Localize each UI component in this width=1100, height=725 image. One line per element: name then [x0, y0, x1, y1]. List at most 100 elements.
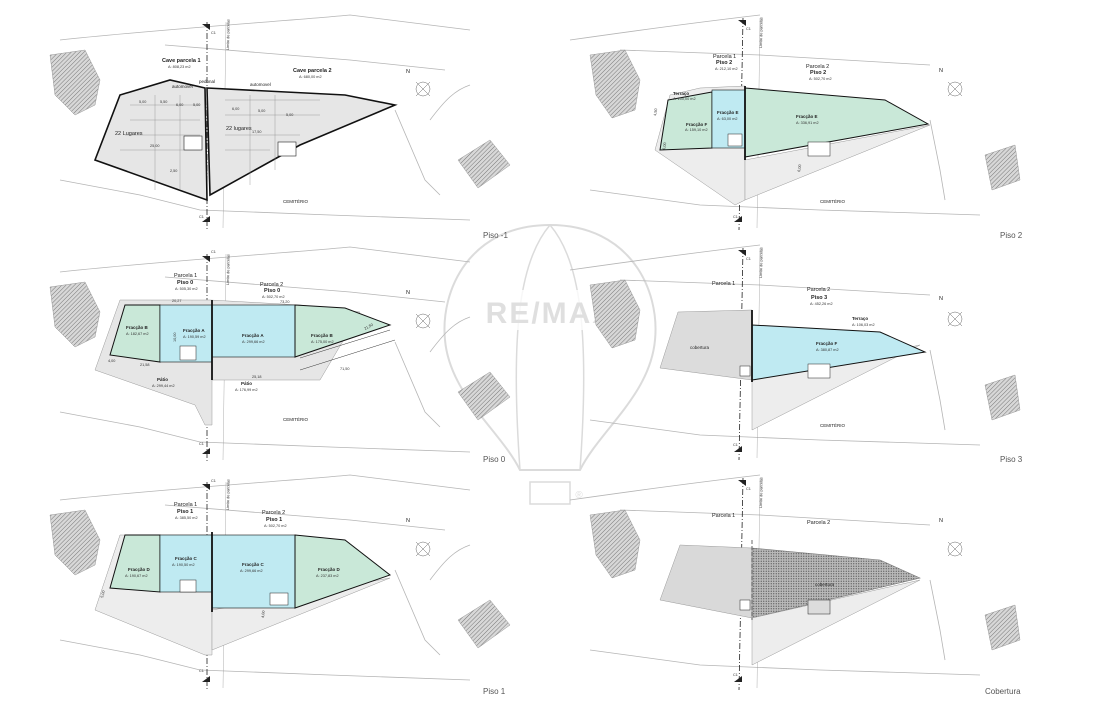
p2-parcel-limit-note: Limite de parcelas [759, 17, 764, 48]
p0-parcela-1: Parcela 1 [174, 273, 197, 279]
floor-caption-piso-minus-1: Piso -1 [483, 231, 508, 240]
watermark-registered-mark: ® [575, 490, 583, 501]
p3-axis-label-bottom: C1 [733, 443, 738, 447]
p1-north-arrow-label: N [406, 518, 410, 524]
floor-caption-piso-0: Piso 0 [483, 455, 506, 464]
p0-dim-2: 73,20 [280, 300, 290, 304]
p1-piso-2: Piso 1 [266, 517, 282, 523]
p3-parcela-2: Parcela 2 [807, 287, 830, 293]
p2-north-arrow-label: N [939, 68, 943, 74]
p2-fraccao-e-2: Fracção E [796, 114, 818, 119]
dim-7: 5,00 [286, 113, 293, 117]
p2-dim-3: 6,00 [797, 164, 802, 172]
p0-piso-1-area: A: 505,30 m2 [175, 287, 198, 291]
cave-parcela-2-area: A: 680,00 m2 [299, 75, 322, 79]
p0-piso-2-area: A: 502,70 m2 [262, 295, 285, 299]
p1-fraccao-c-2-area: A: 299,66 m2 [240, 569, 263, 573]
p1-piso-2-area: A: 502,70 m2 [264, 524, 287, 528]
p0-dim-8: 21,50 [364, 323, 374, 331]
panel-piso-0: Parcela 1 Piso 0 A: 505,30 m2 Parcela 2 … [49, 246, 511, 464]
p0-patio-2: Pátio [241, 381, 252, 386]
p0-patio-2-area: A: 176,99 m2 [235, 388, 258, 392]
parcel-limit-note: Limite de parcelas [226, 19, 231, 50]
p2-fraccao-e-1: Fracção E [717, 110, 739, 115]
p2-piso-2-area: A: 502,70 m2 [809, 77, 832, 81]
cemetery-label: CEMITÉRIO [283, 198, 309, 204]
cave-parcela-1-area: A: 808,23 m2 [168, 65, 191, 69]
p2-terraco-area: A: 100,00 m2 [673, 97, 696, 101]
dim-4: 5,00 [193, 103, 200, 107]
p0-dim-1: 20,27 [172, 299, 182, 303]
p3-cobertura: cobertura [690, 345, 710, 350]
cob-north-arrow-label: N [939, 518, 943, 524]
p3-terraco: Terraço [852, 316, 868, 321]
p0-piso-2: Piso 0 [264, 288, 280, 294]
p0-axis-label-top: C1 [211, 250, 216, 254]
watermark-brand: RE/MAX [486, 297, 615, 330]
pedonal-label: pedonal [199, 79, 215, 84]
p2-axis-label-top: C1 [746, 27, 751, 31]
p2-parcela-2: Parcela 2 [806, 64, 829, 70]
dim-10: 2,50 [170, 169, 177, 173]
north-arrow-label: N [406, 69, 410, 75]
p0-fraccao-b-1-area: A: 182,67 m2 [126, 332, 149, 336]
cave-parcela-1-title: Cave parcela 1 [162, 58, 201, 64]
p1-parcel-limit-note: Limite de parcelas [226, 479, 231, 510]
p2-dim-1: 4,50 [653, 108, 658, 116]
p2-fraccao-f: Fracção F [686, 122, 708, 127]
panel-piso-2: Parcela 1 Piso 2 A: 212,10 m2 Parcela 2 … [569, 14, 1023, 240]
dim-5: 6,00 [232, 107, 239, 111]
p0-parcela-2: Parcela 2 [260, 282, 283, 288]
p1-piso-1-area: A: 385,50 m2 [175, 516, 198, 520]
p0-piso-1: Piso 0 [177, 280, 193, 286]
p1-axis-label-top: C1 [211, 479, 216, 483]
remax-watermark: RE/MAX ® [443, 223, 657, 505]
cob-cobertura: cobertura [815, 582, 835, 587]
p1-parcela-2: Parcela 2 [262, 510, 285, 516]
p0-fraccao-a-1: Fracção A [183, 328, 205, 333]
automovel-label-2: automovel [250, 82, 271, 87]
p1-piso-1: Piso 1 [177, 509, 193, 515]
p0-north-arrow-label: N [406, 290, 410, 296]
axis-label-bottom: C1 [199, 215, 204, 219]
p1-fraccao-d-2-area: A: 237,83 m2 [316, 574, 339, 578]
p3-parcela-1: Parcela 1 [712, 281, 735, 287]
p2-dim-2: 6,00 [662, 142, 667, 150]
p0-dim-4: 21,58 [140, 363, 150, 367]
p1-fraccao-d-2: Fracção D [318, 567, 341, 572]
axis-label-top: C1 [211, 31, 216, 35]
p2-piso-2: Piso 2 [810, 70, 826, 76]
dim-6: 5,00 [258, 109, 265, 113]
panel-piso-3: Parcela 1 Parcela 2 Piso 3 A: 452,26 m2 … [569, 244, 1023, 464]
p3-axis-label-top: C1 [746, 257, 751, 261]
p0-dim-6: 4,00 [108, 359, 115, 363]
lugares-parcela-1: 22 Lugares [115, 131, 143, 137]
p2-axis-label-bottom: C1 [733, 215, 738, 219]
p3-piso-2: Piso 3 [811, 295, 827, 301]
cob-parcela-2: Parcela 2 [807, 520, 830, 526]
p0-fraccao-b-2-area: A: 175,00 m2 [311, 340, 334, 344]
p1-dim-1: 5,00 [100, 590, 106, 598]
p2-terraco: Terraço [673, 91, 689, 96]
p3-fraccao-f-area: A: 380,87 m2 [816, 348, 839, 352]
cob-parcel-limit-note: Limite de parcelas [759, 477, 764, 508]
p1-fraccao-d-1: Fracção D [128, 567, 151, 572]
p0-fraccao-a-2-area: A: 299,66 m2 [242, 340, 265, 344]
dim-8: 25,00 [150, 144, 160, 148]
p2-parcela-1: Parcela 1 [713, 54, 736, 60]
p2-fraccao-e-1-area: A: 63,00 m2 [717, 117, 737, 121]
p2-cemetery-label: CEMITÉRIO [820, 198, 846, 204]
p0-dim-7: 71,50 [340, 367, 350, 371]
p2-piso-1: Piso 2 [716, 60, 732, 66]
floor-caption-piso-2: Piso 2 [1000, 231, 1023, 240]
dim-9: 17,50 [252, 130, 262, 134]
p0-dim-3: 10,00 [173, 332, 177, 342]
panel-piso-minus-1: Cave parcela 1 A: 808,23 m2 Cave parcela… [49, 14, 511, 240]
dim-1: 5,00 [139, 100, 146, 104]
p1-dim-2: 4,00 [261, 610, 266, 618]
panel-piso-1: Parcela 1 Piso 1 A: 385,50 m2 Parcela 2 … [49, 474, 511, 696]
p1-fraccao-c-1: Fracção C [175, 556, 198, 561]
p1-axis-label-bottom: C1 [199, 669, 204, 673]
p0-fraccao-b-1: Fracção B [126, 325, 149, 330]
